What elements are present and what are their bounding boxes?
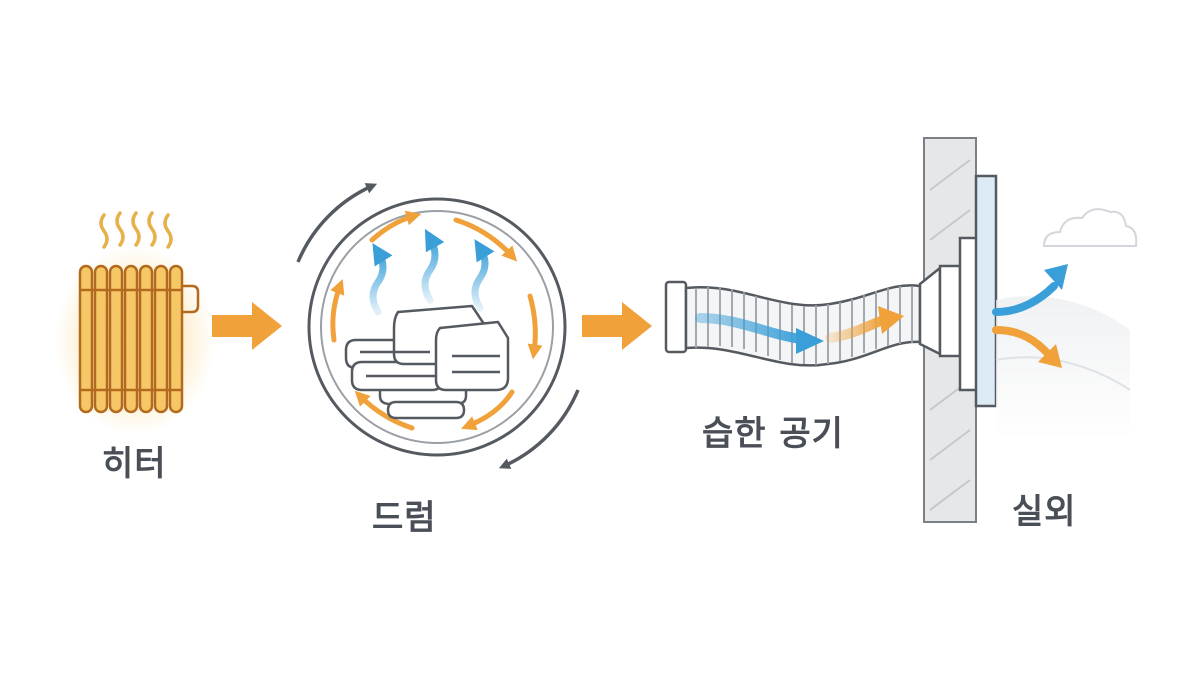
heat-flow-arrow-2 bbox=[582, 302, 652, 350]
drum-label: 드럼 bbox=[372, 498, 437, 538]
hot-air-circulation-arrows bbox=[330, 210, 543, 431]
wall-vent-icon bbox=[918, 137, 998, 523]
heater-label: 히터 bbox=[102, 444, 167, 484]
radiator-heater-icon bbox=[55, 211, 215, 435]
laundry-clothes-icon bbox=[344, 304, 510, 420]
exhaust-arrows bbox=[992, 264, 1068, 368]
moisture-rising-arrows bbox=[369, 228, 495, 316]
heat-flow-arrow-1 bbox=[212, 302, 282, 350]
flexible-duct-icon bbox=[664, 280, 922, 367]
outdoor-label: 실외 bbox=[1012, 492, 1077, 532]
humid-air-label: 습한 공기 bbox=[702, 414, 844, 454]
cloud-icon bbox=[1042, 208, 1138, 247]
outdoor-scene bbox=[995, 296, 1131, 440]
